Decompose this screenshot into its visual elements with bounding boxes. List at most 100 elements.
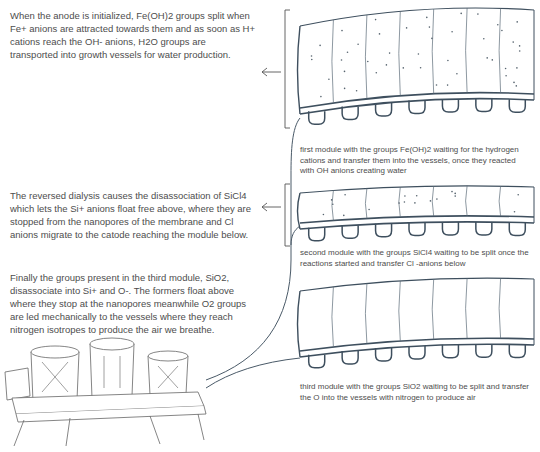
ion-dot <box>436 198 438 200</box>
ion-dot <box>331 199 333 201</box>
cylinder <box>148 356 188 395</box>
module-edge <box>534 187 535 223</box>
cell-wall <box>432 279 434 339</box>
ion-dot <box>416 195 418 197</box>
ion-dot <box>341 30 343 32</box>
ion-dot <box>519 45 521 47</box>
cell-wall <box>466 186 468 216</box>
cell-wall <box>365 188 367 218</box>
ion-dot <box>477 13 479 15</box>
growth-vessel <box>376 224 392 237</box>
ion-dot <box>319 45 321 47</box>
growth-vessel <box>476 344 492 357</box>
cylinder <box>90 344 134 398</box>
ion-dot <box>367 61 369 63</box>
bracket <box>285 184 290 246</box>
ion-dot <box>403 67 405 69</box>
module-outline <box>294 4 538 142</box>
ion-dot <box>344 88 346 90</box>
ion-dot <box>429 26 431 28</box>
ion-dot <box>516 85 518 87</box>
cell-wall <box>332 190 334 220</box>
ion-dot <box>344 71 346 73</box>
growth-vessel <box>409 346 425 359</box>
ion-dot <box>431 38 433 40</box>
module-edge <box>298 291 301 357</box>
module-outline <box>294 275 538 379</box>
ion-dot <box>328 78 330 80</box>
pointer-arrow <box>262 68 281 76</box>
bracket <box>285 10 290 128</box>
transfer-line <box>206 358 300 388</box>
ion-dot <box>447 84 449 86</box>
ion-dot <box>341 59 343 61</box>
ion-dot <box>386 64 388 66</box>
ion-dot <box>512 41 514 43</box>
growth-vessel <box>509 345 525 358</box>
ion-dot <box>320 96 322 98</box>
cell-wall <box>432 9 434 94</box>
growth-vessel <box>309 228 325 241</box>
ion-dot <box>513 82 515 84</box>
ion-dot <box>486 57 488 59</box>
module-edge <box>534 279 535 345</box>
cell-wall <box>432 186 434 216</box>
ion-dot <box>356 90 358 92</box>
module-edge <box>298 193 301 229</box>
ion-dot <box>430 200 432 202</box>
ion-dot <box>420 67 422 69</box>
membrane <box>300 99 534 114</box>
growth-vessel <box>342 107 358 120</box>
growth-vessel <box>476 99 492 112</box>
cylinder-top <box>148 351 188 361</box>
description-text: When the anode is initialized, Fe(OH)2 g… <box>10 9 256 61</box>
growth-vessel <box>342 351 358 364</box>
description-text: Finally the groups present in the third … <box>10 271 256 336</box>
growth-vessel <box>342 225 358 238</box>
ion-dot <box>456 73 458 75</box>
caption-holder: second module with the groups SiCl4 wait… <box>294 183 538 269</box>
ion-dot <box>414 202 416 204</box>
ion-dot <box>398 202 400 204</box>
growth-vessel <box>509 99 525 112</box>
ion-dot <box>426 17 428 19</box>
ion-dot <box>344 194 346 196</box>
cell-wall <box>399 11 401 95</box>
ion-dot <box>519 50 521 52</box>
ion-dot <box>505 75 507 77</box>
ion-dot <box>497 24 499 26</box>
module-edge <box>298 26 301 114</box>
module-caption: first module with the groups Fe(OH)2 wai… <box>300 145 532 177</box>
caption-holder: first module with the groups Fe(OH)2 wai… <box>294 4 538 177</box>
ion-dot <box>404 195 406 197</box>
machine-box <box>5 368 30 400</box>
growth-vessel <box>409 223 425 236</box>
growth-vessel <box>509 223 525 236</box>
ion-dot <box>311 59 313 61</box>
ion-dot <box>368 209 370 211</box>
transfer-line <box>206 118 300 380</box>
ion-dot <box>375 19 377 21</box>
growth-vessel <box>442 222 458 235</box>
ion-dot <box>454 195 456 197</box>
module-caption: third module with the groups SiO2 waitin… <box>300 382 532 403</box>
ion-dot <box>343 215 345 217</box>
ion-dot <box>517 194 519 196</box>
ion-dot <box>516 67 518 69</box>
cell-wall <box>365 284 367 344</box>
description-text: The reversed dialysis causes the disasso… <box>10 189 256 241</box>
cell-wall <box>332 287 334 347</box>
module-top <box>300 8 534 26</box>
ion-dot <box>406 27 408 29</box>
ion-dot <box>516 21 518 23</box>
module-top <box>300 278 534 291</box>
ion-dot <box>447 60 449 62</box>
membrane-module: second module with the groups SiCl4 wait… <box>294 183 538 271</box>
caption-holder: third module with the groups SiO2 waitin… <box>294 275 538 403</box>
cell-wall <box>466 278 468 338</box>
module-top <box>300 186 534 193</box>
vessel-marks <box>42 356 178 392</box>
growth-vessel <box>376 348 392 361</box>
